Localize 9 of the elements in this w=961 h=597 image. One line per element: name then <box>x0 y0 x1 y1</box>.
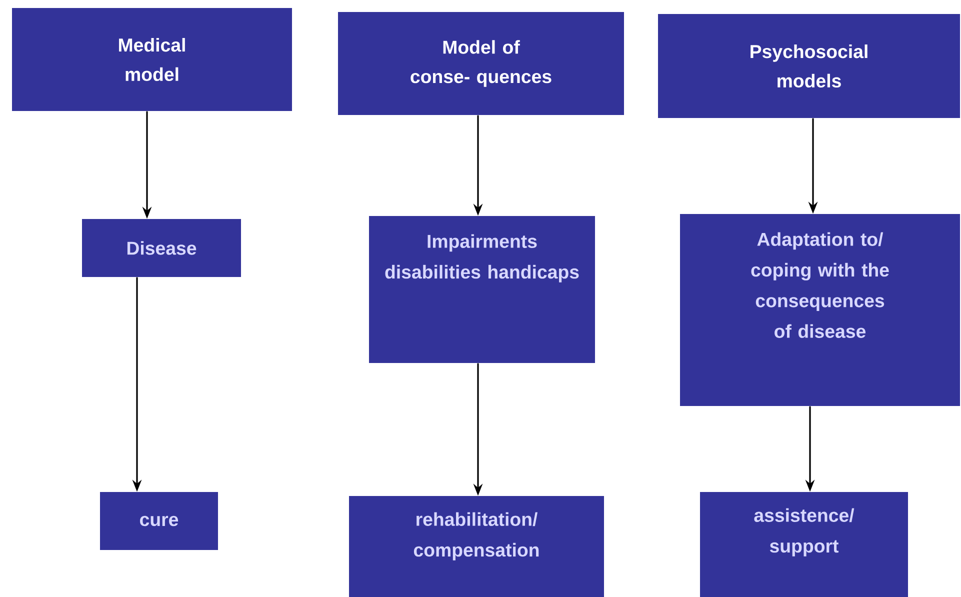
process-box: cure <box>100 492 218 550</box>
model-box: Medical model <box>12 8 292 111</box>
process-box: assistence/ support <box>700 492 908 597</box>
process-box: Disease <box>82 219 241 277</box>
process-box: Impairments disabilities handicaps <box>369 216 595 363</box>
model-box: Model of conse- quences <box>338 12 624 115</box>
process-box: rehabilitation/ compensation <box>349 496 604 597</box>
process-box: Adaptation to/ coping with the consequences of disease <box>680 214 960 406</box>
model-box: Psychosocial models <box>658 14 960 118</box>
